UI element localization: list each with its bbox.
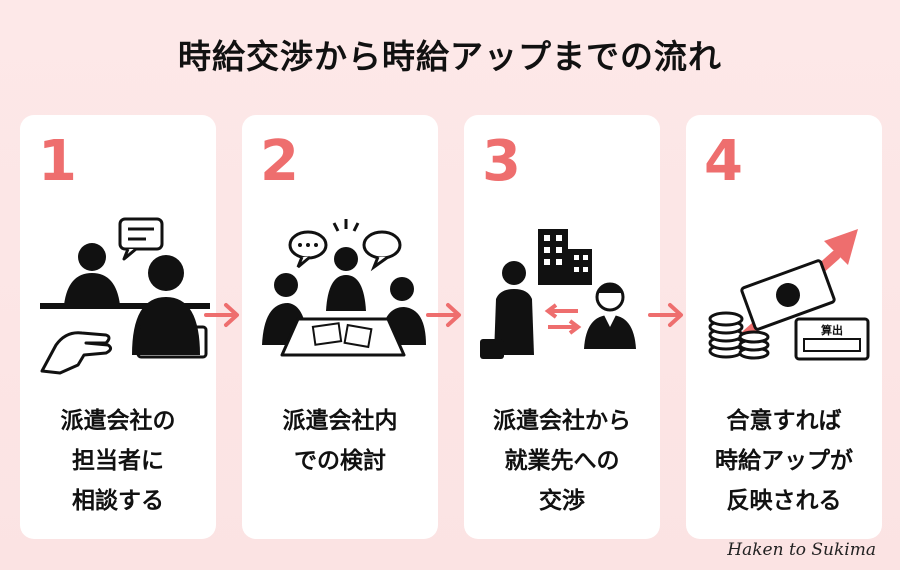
step-number: 2 — [260, 129, 299, 194]
caption-line: での検討 — [294, 448, 386, 474]
consultation-icon — [40, 217, 210, 375]
arrow-right-icon — [426, 303, 461, 327]
step-number: 3 — [482, 129, 521, 194]
step-caption: 派遣会社の 担当者に 相談する — [20, 401, 216, 521]
step-caption: 派遣会社内 での検討 — [242, 401, 438, 481]
step-card-2: 2 派遣会社内 での検討 — [242, 115, 438, 539]
step-caption: 合意すれば 時給アップが 反映される — [686, 401, 882, 521]
caption-line: 時給アップが — [715, 448, 853, 474]
caption-line: 就業先への — [504, 448, 620, 474]
arrow-right-icon — [648, 303, 683, 327]
calc-label: 算出 — [820, 323, 843, 337]
meeting-icon — [262, 219, 426, 357]
caption-line: 交渉 — [539, 488, 585, 514]
step-number: 1 — [38, 129, 77, 194]
caption-line: 担当者に — [72, 448, 164, 474]
page-title: 時給交渉から時給アップまでの流れ — [178, 37, 722, 76]
step-number: 4 — [704, 129, 743, 194]
caption-line: 派遣会社から — [493, 408, 631, 434]
step-card-1: 1 派遣会社の 担当者に 相談する — [20, 115, 216, 539]
caption-line: 合意すれば — [726, 408, 842, 434]
step-caption: 派遣会社から 就業先への 交渉 — [464, 401, 660, 521]
step-card-3: 3 派遣会社から 就業先への 交渉 — [464, 115, 660, 539]
wage-increase-icon: 算出 — [708, 229, 870, 361]
negotiation-icon — [480, 229, 636, 359]
arrow-right-icon — [204, 303, 239, 327]
signature: Haken to Sukima — [727, 540, 876, 560]
caption-line: 派遣会社内 — [282, 408, 398, 434]
caption-line: 相談する — [72, 488, 164, 514]
caption-line: 派遣会社の — [60, 408, 176, 434]
step-card-4: 4 算出 合意すれば 時給アップが 反映される — [686, 115, 882, 539]
caption-line: 反映される — [726, 488, 842, 514]
